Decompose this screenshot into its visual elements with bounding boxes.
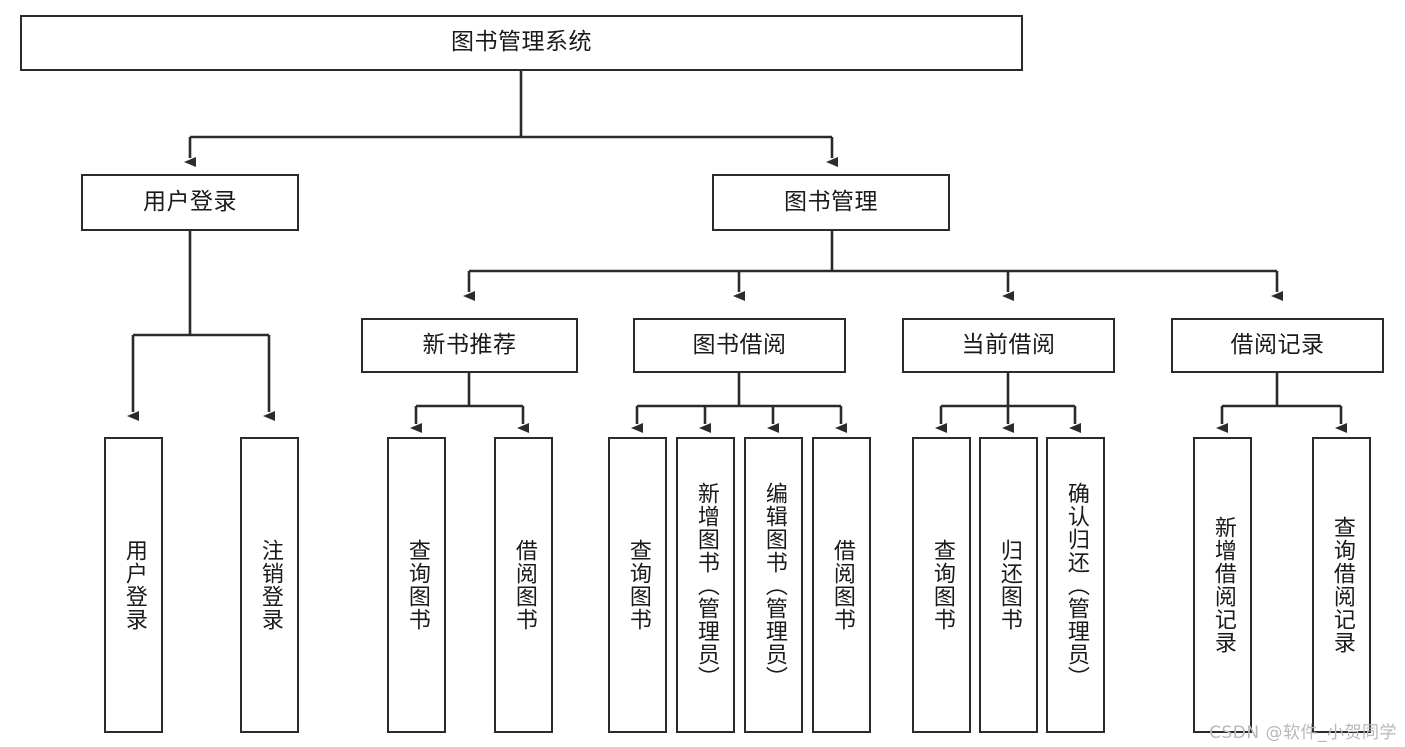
node-label: 查询借阅记录 <box>1329 516 1355 654</box>
leaf-borrow-book[interactable]: 借阅图书 <box>812 437 871 733</box>
node-current-borrow[interactable]: 当前借阅 <box>902 318 1115 373</box>
leaf-return-book[interactable]: 归还图书 <box>979 437 1038 733</box>
leaf-confirm-return-admin[interactable]: 确认归还（管理员） <box>1046 437 1105 733</box>
node-user-login[interactable]: 用户登录 <box>81 174 299 231</box>
leaf-user-logout[interactable]: 注销登录 <box>240 437 299 733</box>
node-book-management[interactable]: 图书管理 <box>712 174 950 231</box>
node-label: 借阅记录 <box>1230 331 1325 358</box>
leaf-edit-book-admin[interactable]: 编辑图书（管理员） <box>744 437 803 733</box>
leaf-query-book-current[interactable]: 查询图书 <box>912 437 971 733</box>
node-root-system[interactable]: 图书管理系统 <box>20 15 1023 71</box>
node-label: 用户登录 <box>121 539 147 631</box>
node-label: 查询图书 <box>404 539 430 631</box>
watermark: CSDN @软件_小贺同学 <box>1209 723 1397 743</box>
leaf-query-book-recommend[interactable]: 查询图书 <box>387 437 446 733</box>
node-label: 新书推荐 <box>422 331 517 358</box>
node-label: 确认归还（管理员） <box>1063 481 1089 689</box>
node-label: 新增借阅记录 <box>1210 516 1236 654</box>
node-new-book-recommend[interactable]: 新书推荐 <box>361 318 578 373</box>
leaf-user-login[interactable]: 用户登录 <box>104 437 163 733</box>
node-label: 图书管理 <box>784 188 878 215</box>
node-borrow-record[interactable]: 借阅记录 <box>1171 318 1384 373</box>
node-label: 图书借阅 <box>692 331 787 358</box>
leaf-add-book-admin[interactable]: 新增图书（管理员） <box>676 437 735 733</box>
leaf-borrow-book-recommend[interactable]: 借阅图书 <box>494 437 553 733</box>
node-label: 新增图书（管理员） <box>693 481 719 689</box>
leaf-query-book-borrow[interactable]: 查询图书 <box>608 437 667 733</box>
node-label: 注销登录 <box>257 539 283 631</box>
leaf-add-borrow-record[interactable]: 新增借阅记录 <box>1193 437 1252 733</box>
leaf-query-borrow-record[interactable]: 查询借阅记录 <box>1312 437 1371 733</box>
node-label: 借阅图书 <box>511 539 537 631</box>
node-label: 归还图书 <box>996 539 1022 631</box>
node-label: 查询图书 <box>625 539 651 631</box>
node-label: 借阅图书 <box>829 539 855 631</box>
node-label: 编辑图书（管理员） <box>761 481 787 689</box>
node-book-borrow[interactable]: 图书借阅 <box>633 318 846 373</box>
node-label: 图书管理系统 <box>451 29 592 56</box>
node-label: 查询图书 <box>929 539 955 631</box>
node-label: 用户登录 <box>143 188 237 215</box>
node-label: 当前借阅 <box>961 331 1056 358</box>
